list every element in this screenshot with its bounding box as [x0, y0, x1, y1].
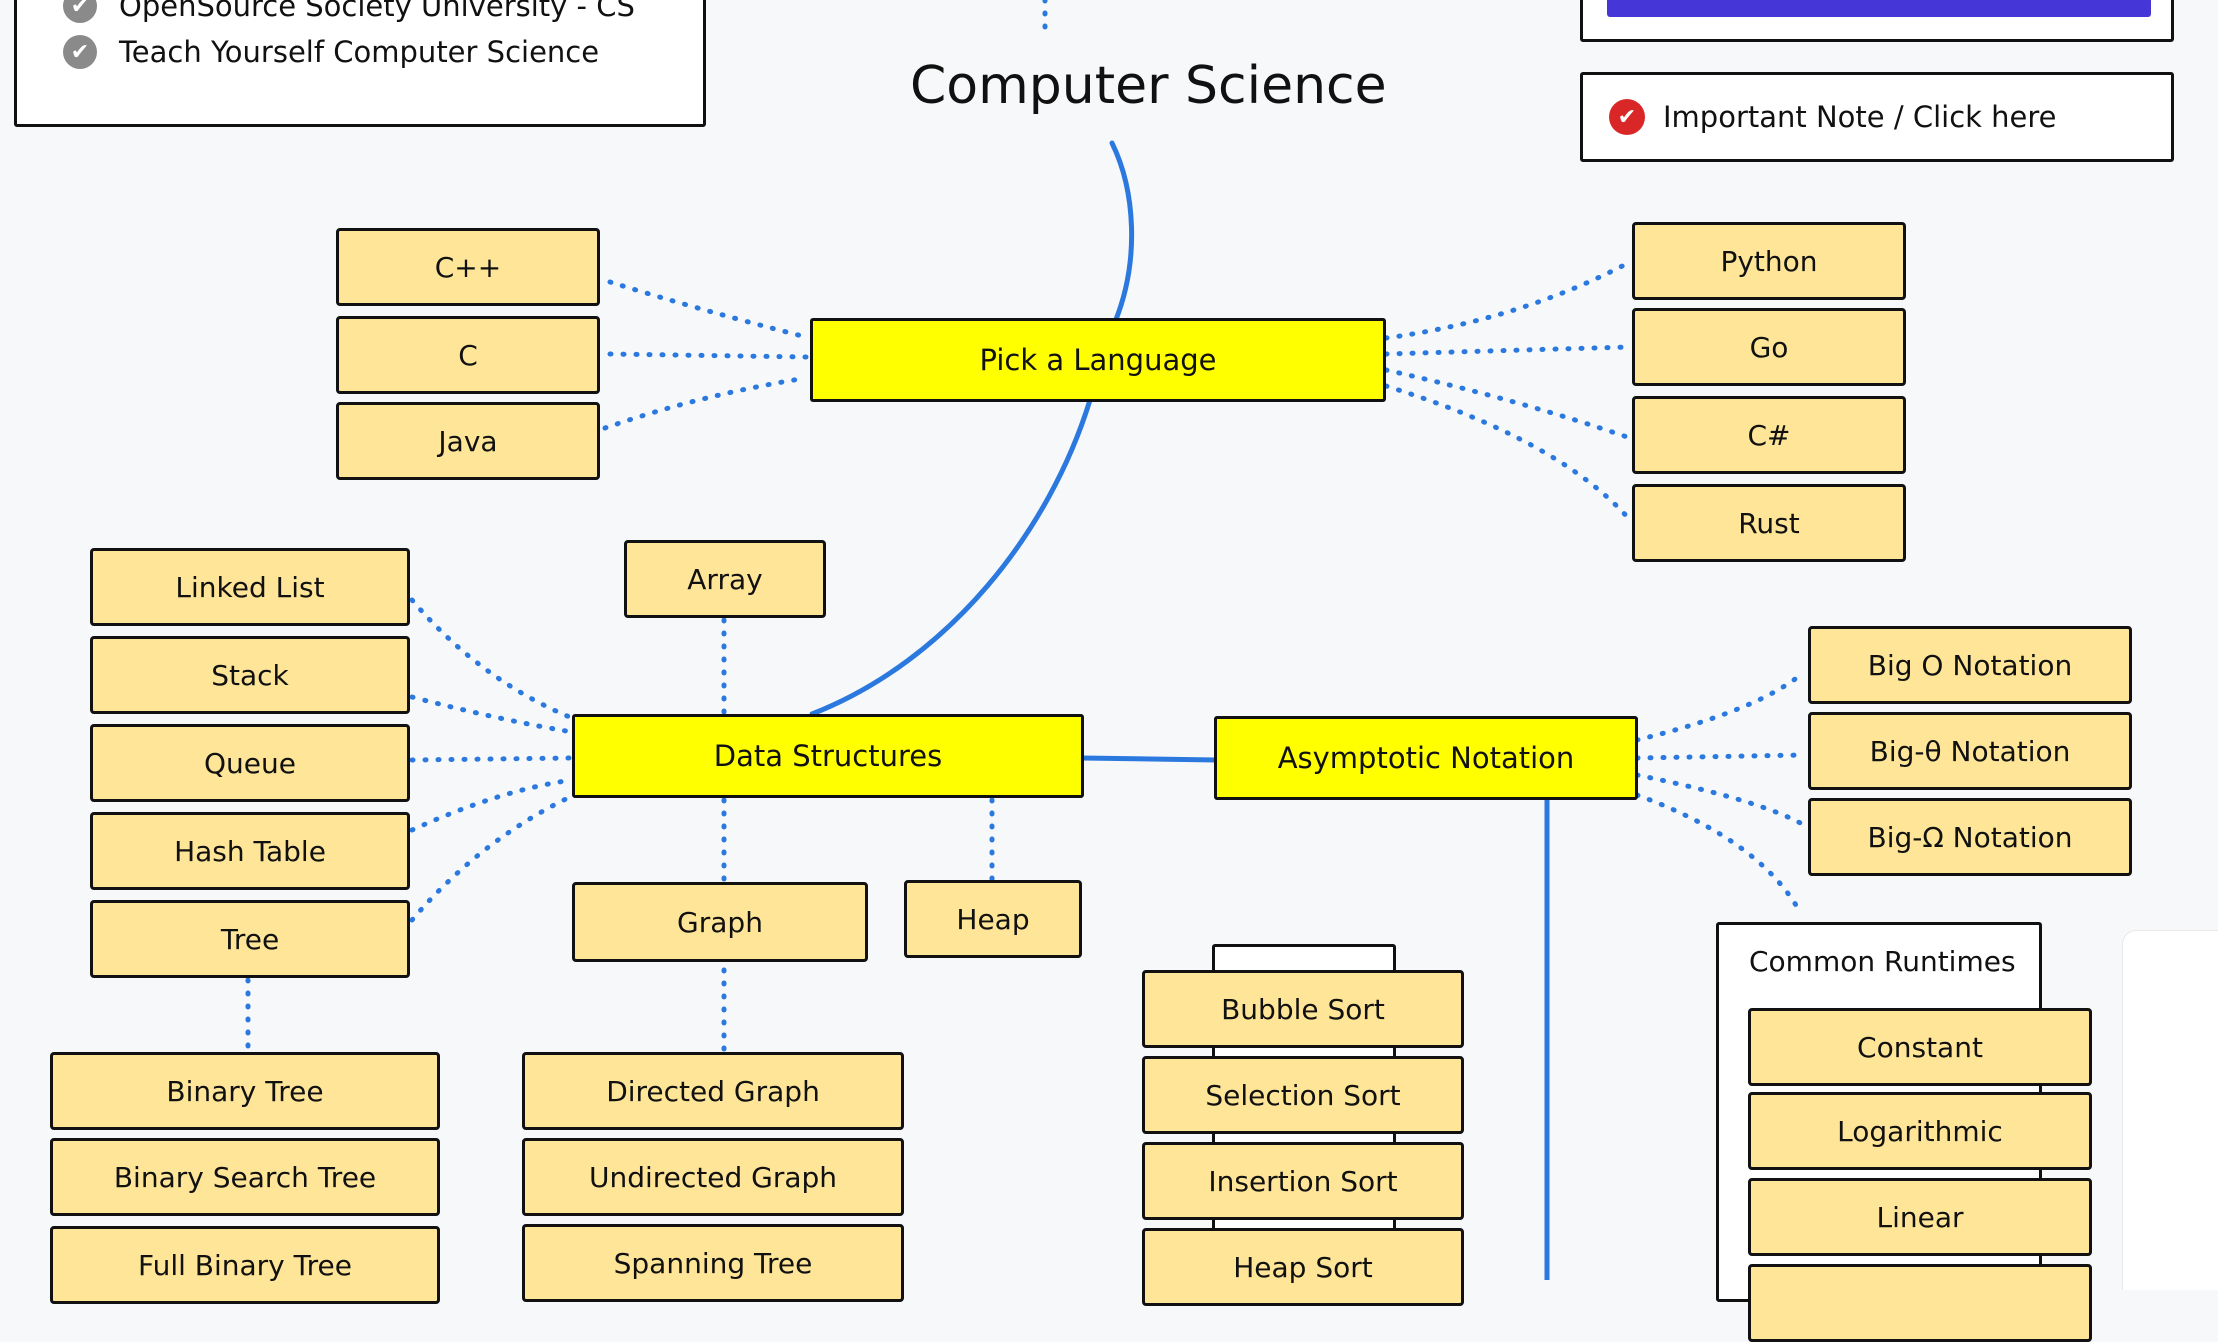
runtime-node[interactable]: Constant — [1748, 1008, 2092, 1086]
graph-node[interactable]: Spanning Tree — [522, 1224, 904, 1302]
check-circle-icon: ✔ — [1609, 99, 1645, 135]
notation-node[interactable]: Big-Ω Notation — [1808, 798, 2132, 876]
main-path-title-language — [1109, 140, 1135, 325]
resource-item[interactable]: ✔ OpenSource Society University - CS — [63, 0, 635, 23]
data-structure-node[interactable]: Heap — [904, 880, 1082, 958]
data-structure-node[interactable]: Tree — [90, 900, 410, 978]
data-structure-node[interactable]: Array — [624, 540, 826, 618]
action-button[interactable] — [1607, 0, 2151, 17]
language-node[interactable]: Rust — [1632, 484, 1906, 562]
data-structure-node[interactable]: Hash Table — [90, 812, 410, 890]
topic-data-structures[interactable]: Data Structures — [572, 714, 1084, 798]
notation-node[interactable]: Big O Notation — [1808, 626, 2132, 704]
runtime-node[interactable]: Logarithmic — [1748, 1092, 2092, 1170]
resource-label: OpenSource Society University - CS — [119, 0, 635, 23]
data-structure-node[interactable]: Graph — [572, 882, 868, 962]
data-structure-node[interactable]: Queue — [90, 724, 410, 802]
important-note-link[interactable]: ✔ Important Note / Click here — [1580, 72, 2174, 162]
runtime-node[interactable]: Linear — [1748, 1178, 2092, 1256]
topic-pick-a-language[interactable]: Pick a Language — [810, 318, 1386, 402]
resource-item[interactable]: ✔ Teach Yourself Computer Science — [63, 35, 599, 69]
language-node[interactable]: Go — [1632, 308, 1906, 386]
sort-node[interactable]: Insertion Sort — [1142, 1142, 1464, 1220]
tree-node[interactable]: Full Binary Tree — [50, 1226, 440, 1304]
language-node[interactable]: C — [336, 316, 600, 394]
main-path-ds-asymptotic — [1079, 755, 1219, 763]
runtimes-group-label: Common Runtimes — [1749, 945, 2016, 978]
sort-node[interactable]: Heap Sort — [1142, 1228, 1464, 1306]
language-node[interactable]: C# — [1632, 396, 1906, 474]
sort-node[interactable]: Bubble Sort — [1142, 970, 1464, 1048]
tree-node[interactable]: Binary Tree — [50, 1052, 440, 1130]
resources-panel: ✔ OpenSource Society University - CS ✔ T… — [14, 0, 706, 127]
sort-node[interactable]: Selection Sort — [1142, 1056, 1464, 1134]
side-card-edge — [2122, 930, 2218, 1290]
check-circle-icon: ✔ — [63, 0, 97, 23]
action-panel — [1580, 0, 2174, 42]
data-structure-node[interactable]: Stack — [90, 636, 410, 714]
language-node[interactable]: Python — [1632, 222, 1906, 300]
page-title: Computer Science — [910, 56, 1387, 116]
language-node[interactable]: C++ — [336, 228, 600, 306]
connector-lines — [245, 0, 1807, 1280]
graph-node[interactable]: Undirected Graph — [522, 1138, 904, 1216]
check-circle-icon: ✔ — [63, 35, 97, 69]
runtime-node[interactable] — [1748, 1264, 2092, 1342]
language-node[interactable]: Java — [336, 402, 600, 480]
topic-asymptotic-notation[interactable]: Asymptotic Notation — [1214, 716, 1638, 800]
graph-node[interactable]: Directed Graph — [522, 1052, 904, 1130]
data-structure-node[interactable]: Linked List — [90, 548, 410, 626]
tree-node[interactable]: Binary Search Tree — [50, 1138, 440, 1216]
important-note-label: Important Note / Click here — [1663, 100, 2057, 134]
notation-node[interactable]: Big-θ Notation — [1808, 712, 2132, 790]
main-path-language-ds — [809, 397, 1093, 717]
resource-label: Teach Yourself Computer Science — [119, 35, 600, 69]
